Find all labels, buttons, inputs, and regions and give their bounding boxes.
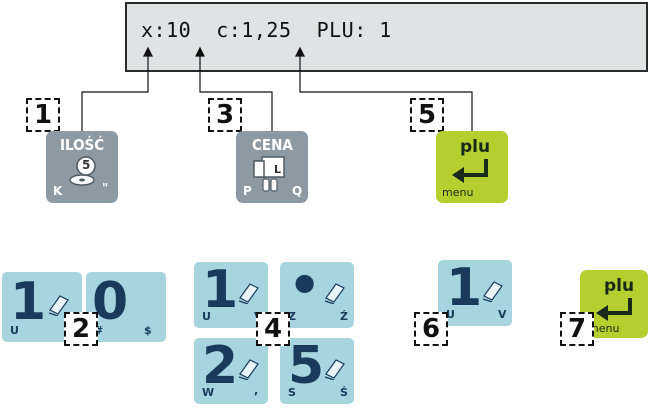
- banknote-stack-icon: [48, 295, 69, 316]
- cena-book-letter: L: [274, 163, 282, 176]
- cena-sub-left: P: [243, 184, 252, 198]
- ilosc-sub-left: K: [53, 184, 63, 198]
- enter-arrow-icon: [596, 298, 632, 321]
- digit-key-2-sub-right: ,: [254, 384, 259, 397]
- connector-5: [299, 56, 473, 132]
- ilosc-sub-right: ": [102, 181, 109, 195]
- callout-1: 1: [26, 98, 60, 132]
- display-readout: x:10 c:1,25 PLU: 1: [141, 18, 392, 42]
- banknote-stack-icon: [238, 359, 259, 380]
- decimal-point-key-sub-left: Z: [288, 310, 296, 323]
- callout-5: 5: [410, 98, 444, 132]
- digit-key-0-big: 0: [92, 272, 129, 332]
- digit-key-1c-sub-left: U: [446, 308, 455, 321]
- digit-key-1b-sub-left: U: [202, 310, 211, 323]
- digit-key-5-sub-left: S: [288, 386, 296, 399]
- plu-key-bottom: menu: [442, 186, 474, 199]
- price-tag-book-icon: [253, 156, 285, 192]
- callout-7: 7: [560, 312, 594, 346]
- cena-sub-right: Q: [292, 184, 303, 198]
- decimal-point-key-sub-right: Ź: [340, 310, 348, 323]
- ilosc-key-title: ILOŚĆ: [60, 136, 105, 154]
- digit-key-1c-sub-right: V: [498, 308, 507, 321]
- coins-icon: [69, 156, 96, 186]
- digit-key-1b-big: 1: [202, 260, 239, 320]
- digit-key-0[interactable]: 0 # $: [86, 272, 166, 342]
- digit-key-1b[interactable]: 1 U V: [194, 262, 268, 328]
- ilosc-badge: 5: [82, 158, 91, 172]
- digit-key-1-big: 1: [10, 272, 47, 332]
- connector-1: [81, 56, 149, 132]
- ilosc-key[interactable]: ILOŚĆ 5 K ": [46, 131, 118, 203]
- callout-4: 4: [256, 312, 290, 346]
- decimal-point-key[interactable]: • Z Ź: [280, 256, 354, 328]
- decimal-point-key-big: •: [288, 256, 322, 316]
- cena-key[interactable]: CENA L P Q: [236, 131, 308, 203]
- digit-key-2-sub-left: W: [202, 386, 215, 399]
- cena-key-title: CENA: [252, 136, 293, 154]
- enter-arrow-icon: [452, 159, 488, 183]
- digit-key-2[interactable]: 2 W ,: [194, 338, 268, 404]
- plu-key-top: plu: [460, 137, 491, 157]
- digit-key-5[interactable]: 5 S Ś: [280, 338, 354, 404]
- banknote-stack-icon: [324, 359, 345, 380]
- digit-key-5-sub-right: Ś: [340, 386, 348, 399]
- plu-small-top: plu: [604, 276, 635, 296]
- callout-6: 6: [414, 312, 448, 346]
- digit-key-0-sub-left: #: [94, 324, 104, 337]
- digit-key-2-big: 2: [202, 336, 239, 396]
- digit-key-5-big: 5: [288, 336, 325, 396]
- digit-key-1-sub-left: U: [10, 324, 19, 337]
- callout-3: 3: [208, 98, 242, 132]
- banknote-stack-icon: [238, 283, 259, 304]
- banknote-stack-icon: [324, 283, 345, 304]
- digit-key-1c-big: 1: [446, 258, 483, 318]
- callout-2: 2: [64, 312, 98, 346]
- digit-key-1c[interactable]: 1 U V: [438, 260, 512, 326]
- banknote-stack-icon: [482, 281, 503, 302]
- connector-3: [199, 56, 273, 132]
- digit-key-0-sub-right: $: [144, 324, 152, 337]
- plu-small-bottom: menu: [588, 322, 620, 335]
- cash-register-display: x:10 c:1,25 PLU: 1: [125, 2, 648, 72]
- plu-menu-key[interactable]: plu menu: [436, 131, 508, 203]
